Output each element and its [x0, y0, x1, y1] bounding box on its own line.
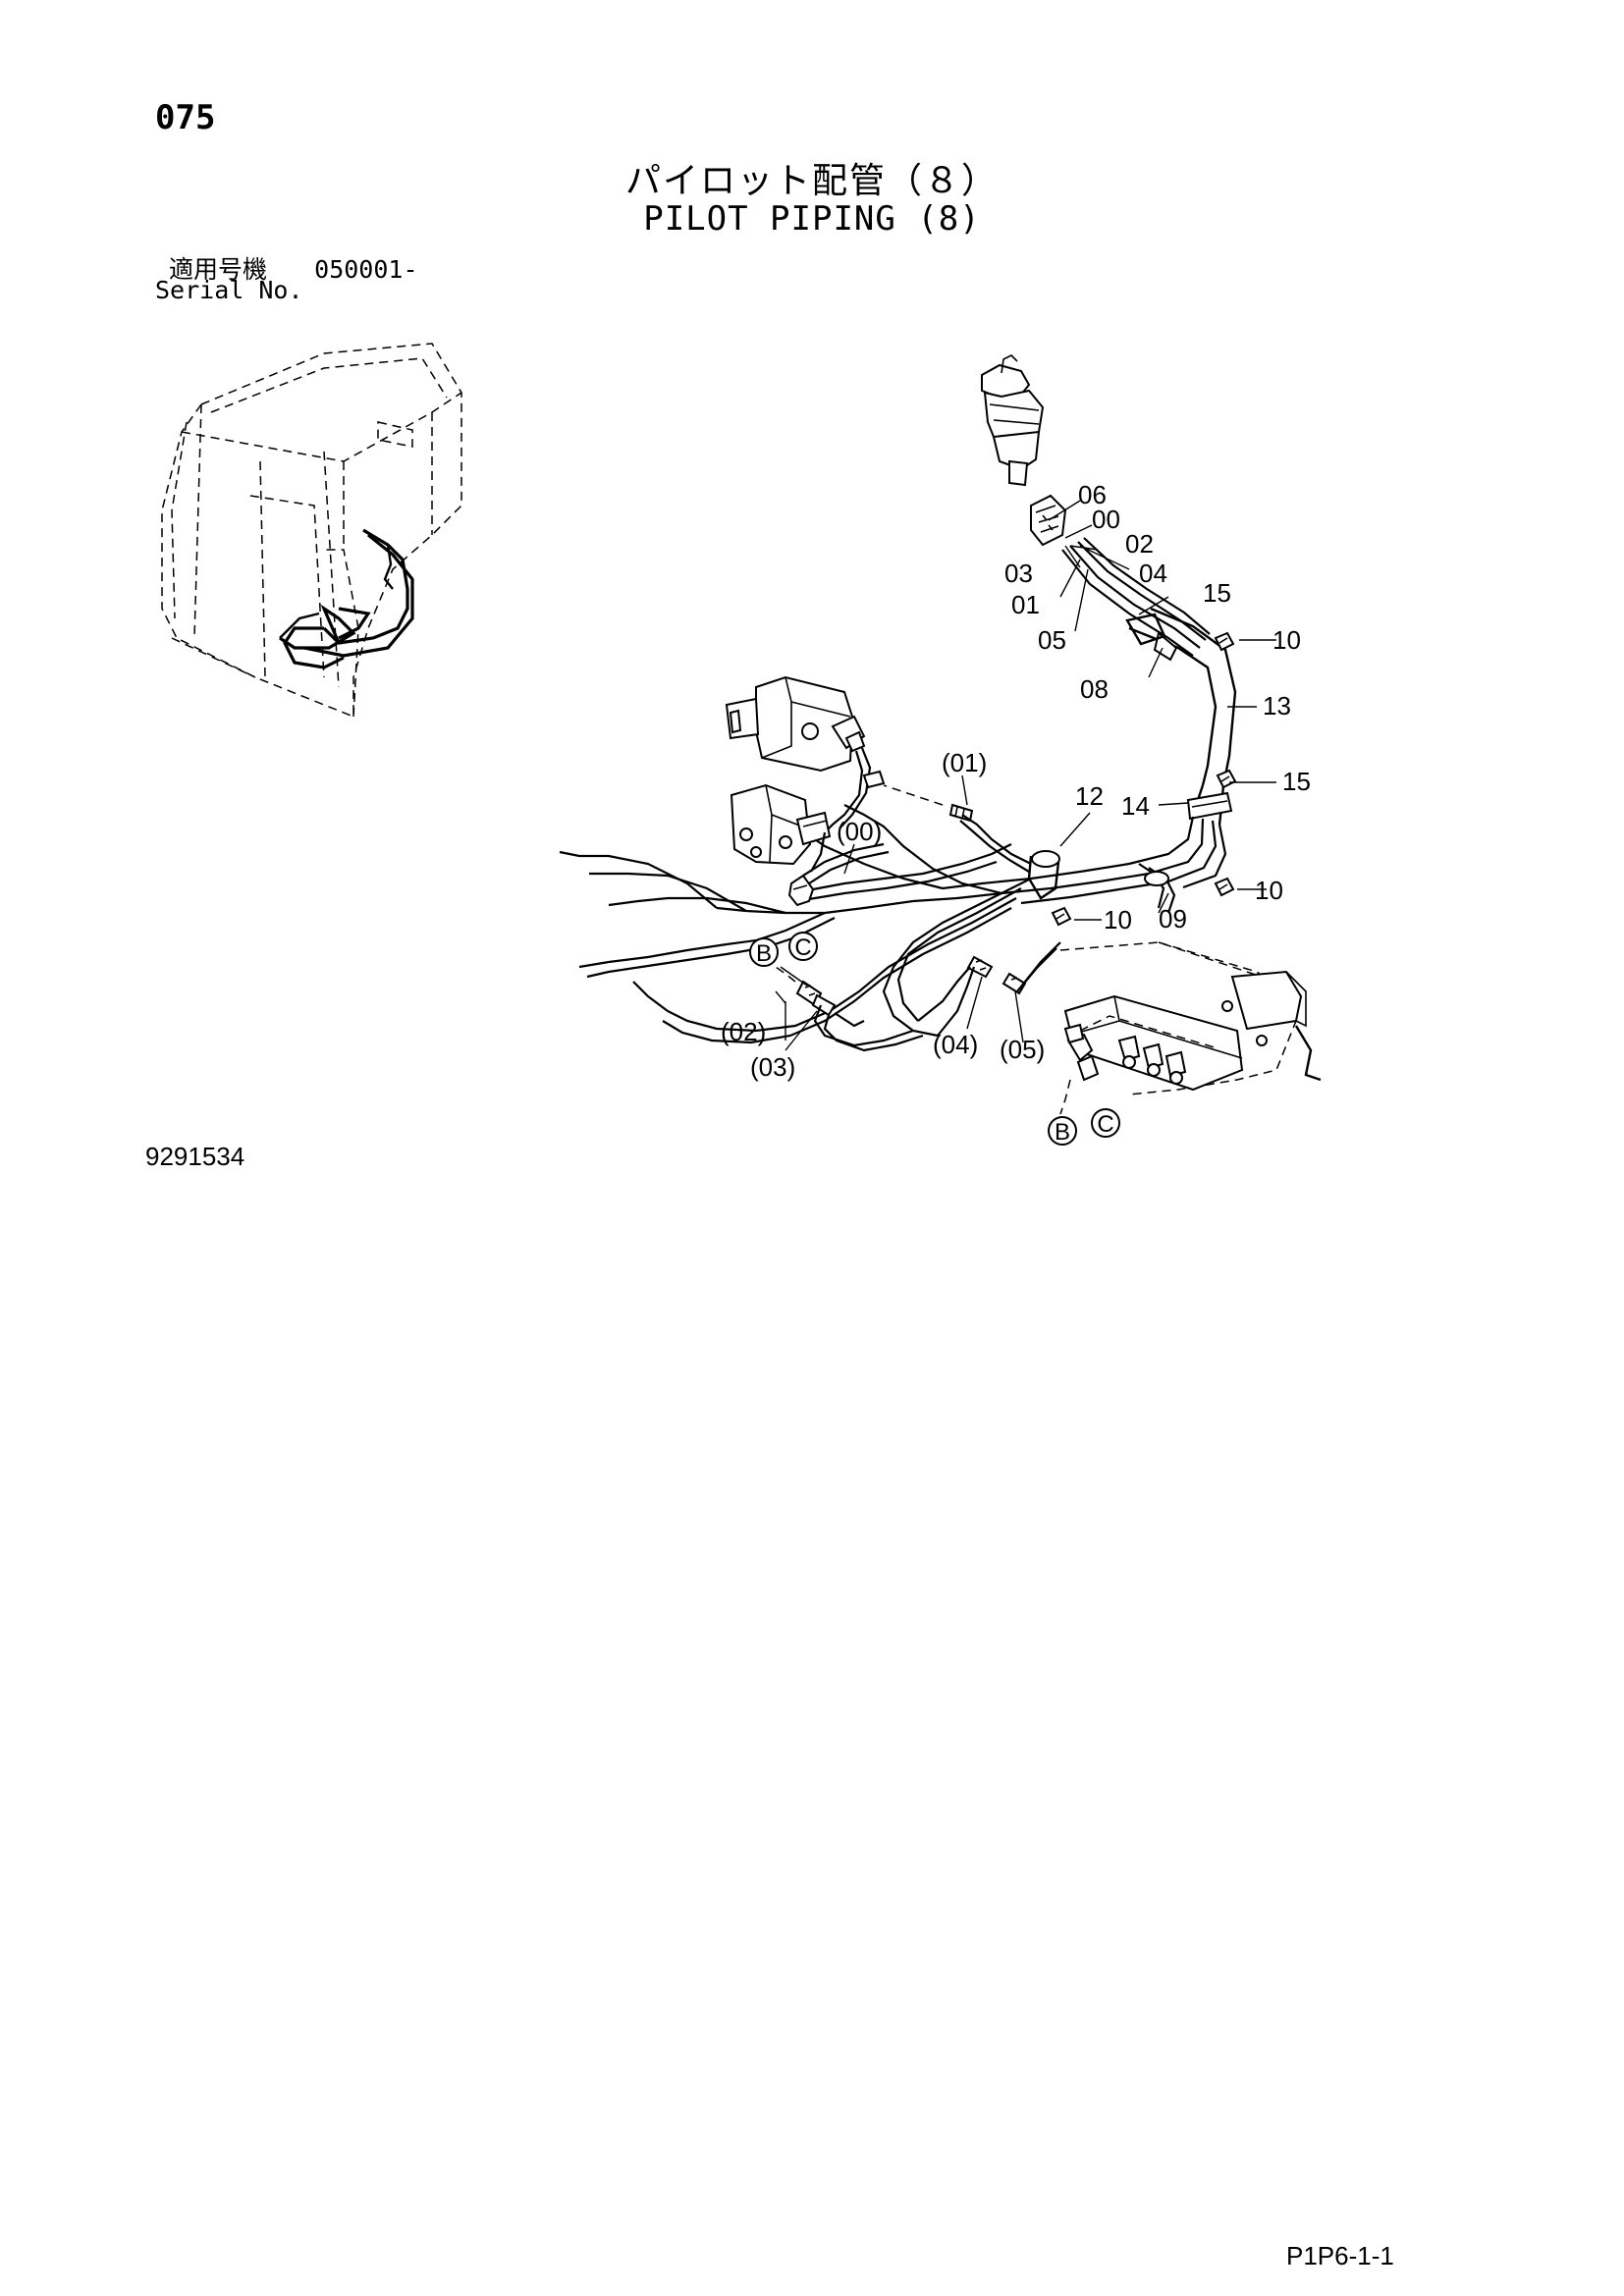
hose-bundle	[942, 537, 1237, 914]
callout-12: 12	[1075, 781, 1104, 811]
callout-p03: (03)	[750, 1052, 795, 1082]
cab-overview-illustration	[161, 343, 462, 718]
callout-p05: (05)	[1000, 1035, 1045, 1064]
marker-c-lower: C	[1097, 1111, 1113, 1138]
bolts	[1051, 631, 1237, 927]
callout-15-top: 15	[1203, 578, 1231, 608]
callout-14: 14	[1121, 791, 1150, 821]
marker-c-upper: C	[794, 934, 811, 961]
serial-label-japanese: 適用号機	[169, 255, 268, 284]
callout-15-lower: 15	[1282, 767, 1311, 796]
marker-circle-b-upper	[749, 937, 779, 967]
callout-p00: (00)	[837, 817, 882, 846]
marker-b-upper: B	[756, 940, 772, 967]
marker-circle-c-lower	[1091, 1108, 1120, 1138]
title-japanese: パイロット配管（８）	[624, 161, 999, 201]
serial-value: 050001-	[314, 255, 418, 284]
drawing-number: 9291534	[145, 1142, 245, 1171]
hose-routing	[559, 784, 1061, 1052]
marker-circle-b-lower	[1048, 1116, 1077, 1146]
callout-p01: (01)	[942, 748, 987, 777]
bracket-valve-block	[1059, 941, 1322, 1115]
callout-10-top: 10	[1272, 625, 1301, 655]
reference-markers: B C B C	[749, 932, 1120, 1146]
pilot-valve-assembly	[981, 354, 1067, 547]
callout-05: 05	[1038, 625, 1066, 655]
page-number: 075	[155, 98, 216, 137]
control-valves-left	[725, 675, 1012, 907]
callout-04: 04	[1139, 559, 1167, 588]
callout-00: 00	[1092, 505, 1120, 534]
marker-circle-c-upper	[788, 932, 818, 961]
callout-13: 13	[1263, 691, 1291, 721]
callout-10-mid: 10	[1104, 905, 1132, 934]
callout-03: 03	[1004, 559, 1033, 588]
marker-b-lower: B	[1055, 1119, 1070, 1146]
callout-01: 01	[1011, 590, 1040, 619]
page-reference: P1P6-1-1	[1286, 2241, 1394, 2270]
callout-labels: 06 00 02 03 04 01 15 05 10 08 13 (01) 12…	[721, 480, 1311, 1082]
leader-lines	[775, 500, 1276, 1051]
title-english: PILOT PIPING (8)	[643, 199, 981, 239]
callout-08: 08	[1080, 674, 1109, 704]
callout-p04: (04)	[933, 1030, 978, 1059]
callout-02: 02	[1125, 529, 1154, 559]
serial-applicability: 適用号機 050001-	[169, 250, 418, 286]
callout-06: 06	[1078, 480, 1107, 509]
serial-label-english: Serial No.	[155, 276, 303, 304]
callout-10-right: 10	[1255, 876, 1283, 905]
callout-09: 09	[1159, 904, 1187, 934]
callout-p02: (02)	[721, 1017, 766, 1046]
